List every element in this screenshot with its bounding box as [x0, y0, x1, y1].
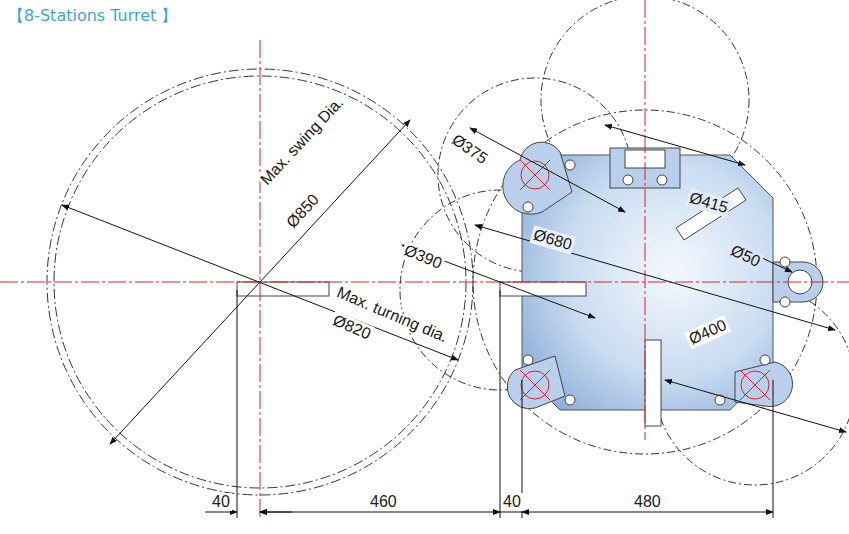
drawing-title: 【8-Stations Turret 】: [8, 6, 177, 27]
dimension-label: Ø850: [282, 189, 324, 233]
dimension-label: 40: [501, 493, 523, 511]
tool-holders: [503, 142, 823, 409]
dimension-label: Ø375: [447, 130, 492, 169]
dimension-label: 460: [368, 493, 399, 511]
centre-lines: [0, 0, 849, 520]
dimension-lines: [205, 290, 773, 518]
dimension-label: Ø820: [329, 311, 376, 344]
tools: [237, 150, 746, 426]
dimension-label: 480: [632, 493, 663, 511]
dimension-label: Ø390: [400, 241, 447, 273]
dimension-label: Max. swing Dia.: [256, 92, 349, 190]
dimension-label: Max. turning dia.: [333, 283, 452, 347]
tool-circles: [400, 0, 849, 485]
dimension-label: 40: [210, 493, 232, 511]
diameter-leaders: [62, 120, 846, 444]
